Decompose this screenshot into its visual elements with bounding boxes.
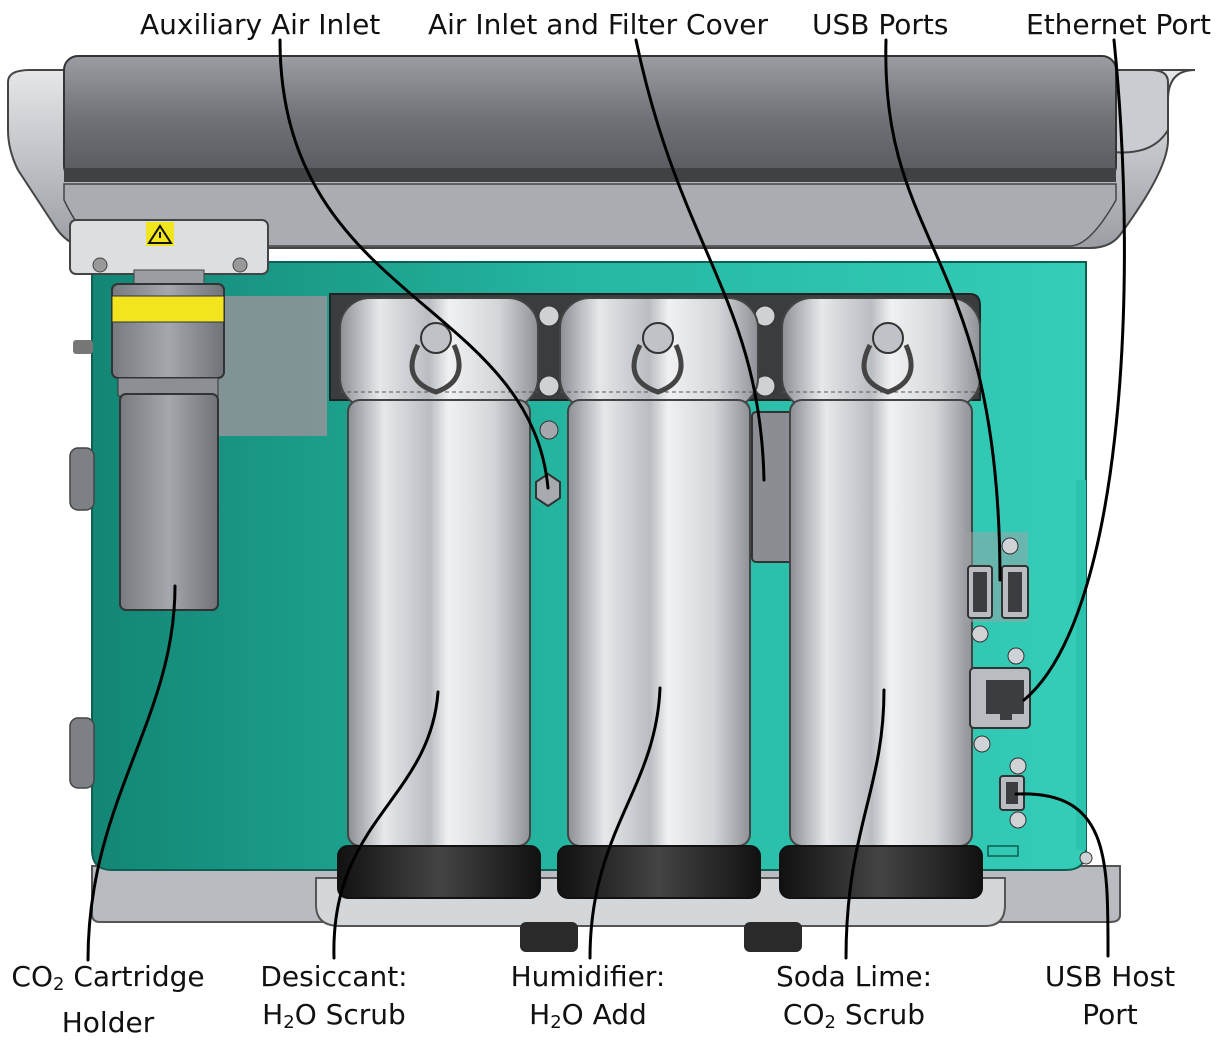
air-inlet-filter-cover (751, 411, 795, 563)
label-humidifier: Humidifier: H2O Add (510, 960, 666, 1033)
ethernet-port-icon (969, 667, 1031, 729)
auxiliary-air-inlet-port (535, 472, 561, 508)
leader-air-inlet-filter-cover (634, 38, 766, 482)
label-air-inlet-filter-cover: Air Inlet and Filter Cover (428, 8, 769, 41)
label-co2-cartridge-holder: CO2 Cartridge Holder (11, 960, 205, 1039)
warning-triangle-icon (146, 222, 174, 246)
leader-lines (86, 38, 1126, 962)
label-usb-host-port: USB Host Port (1044, 960, 1176, 1031)
leader-humidifier (588, 686, 662, 960)
label-ethernet-port: Ethernet Port (1026, 8, 1212, 41)
screw-icon (971, 537, 1093, 865)
usb-port-icon (967, 565, 1029, 619)
label-desiccant: Desiccant: H2O Scrub (260, 960, 408, 1033)
leader-usb-host (1014, 792, 1110, 958)
leader-co2-holder (86, 584, 177, 962)
desiccant-cartridge (337, 297, 541, 899)
label-usb-ports: USB Ports (812, 8, 949, 41)
soda-lime-cartridge (779, 297, 983, 899)
leader-desiccant (332, 690, 440, 960)
leader-ethernet-port (1022, 38, 1126, 702)
leader-usb-ports (884, 38, 1002, 582)
leader-auxiliary-air-inlet (278, 38, 550, 490)
label-auxiliary-air-inlet: Auxiliary Air Inlet (140, 8, 381, 41)
d-ring-handle-icon (409, 322, 914, 395)
top-lid (7, 55, 1196, 249)
humidifier-cartridge (557, 297, 761, 899)
leader-soda-lime (844, 688, 886, 960)
panel-slot (987, 845, 1019, 857)
co2-cartridge-holder (69, 219, 269, 611)
label-soda-lime: Soda Lime: CO2 Scrub (775, 960, 933, 1033)
